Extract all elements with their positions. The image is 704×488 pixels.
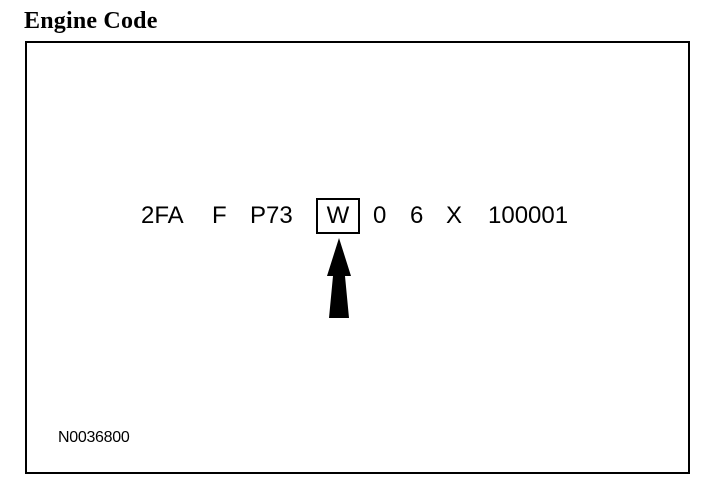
reference-number: N0036800 — [58, 429, 130, 446]
code-segment-8: 100001 — [488, 202, 569, 229]
illustration-frame — [25, 41, 690, 474]
code-segment-4-highlighted: W — [316, 198, 360, 234]
code-segment-7: X — [446, 202, 463, 229]
code-segment-6: 6 — [410, 202, 424, 229]
code-segment-3: P73 — [250, 202, 293, 229]
code-segment-1: 2FA — [141, 202, 184, 229]
page-title: Engine Code — [24, 8, 158, 34]
code-segment-2: F — [212, 202, 227, 229]
up-arrow-icon — [327, 238, 351, 318]
code-segment-5: 0 — [373, 202, 387, 229]
